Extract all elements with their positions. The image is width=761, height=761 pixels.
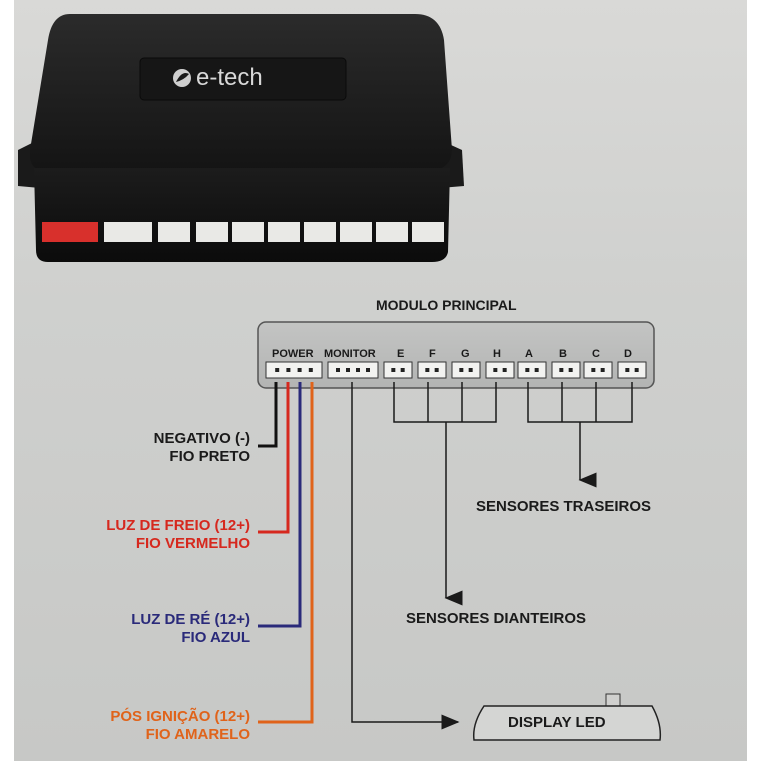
display-led-shape — [472, 693, 662, 741]
port-b — [551, 361, 581, 379]
port-c — [583, 361, 613, 379]
port-label-g: G — [461, 348, 470, 360]
port-d — [617, 361, 647, 379]
label-sensores-dianteiros: SENSORES DIANTEIROS — [406, 610, 587, 627]
port-label-f: F — [429, 348, 436, 360]
power-connector — [42, 222, 98, 242]
label-ignicao: PÓS IGNIÇÃO (12+) FIO AMARELO — [30, 708, 250, 744]
port-pin — [366, 368, 370, 372]
port-pin — [336, 368, 340, 372]
freio-line2: FIO VERMELHO — [135, 535, 250, 552]
port-pin — [634, 368, 639, 372]
blue-wire — [258, 382, 302, 628]
device-box — [18, 14, 464, 262]
port-label-c: C — [592, 348, 600, 360]
port-pin — [625, 368, 630, 372]
port-f — [417, 361, 447, 379]
label-freio: LUZ DE FREIO (12+) FIO VERMELHO — [40, 517, 250, 553]
label-re: LUZ DE RÉ (12+) FIO AZUL — [40, 611, 250, 647]
port-label-e: E — [397, 348, 405, 360]
ignicao-line2: FIO AMARELO — [145, 726, 250, 743]
power-wires — [258, 382, 314, 724]
port-pin — [400, 368, 405, 372]
orange-wire — [258, 382, 314, 724]
port-pin — [425, 368, 430, 372]
label-negativo: NEGATIVO (-) FIO PRETO — [60, 430, 250, 466]
negativo-line2: FIO PRETO — [169, 448, 250, 465]
port-pin — [434, 368, 439, 372]
port-pin — [391, 368, 396, 372]
port-pin — [559, 368, 564, 372]
port-label-h: H — [493, 348, 501, 360]
re-line2: FIO AZUL — [181, 629, 250, 646]
port-label-b: B — [559, 348, 567, 360]
port-pin — [468, 368, 473, 372]
ignicao-line1: PÓS IGNIÇÃO (12+) — [110, 708, 250, 725]
monitor-line — [351, 382, 460, 730]
brand-text: e-tech — [196, 64, 263, 91]
red-wire — [258, 382, 290, 534]
port-pin — [308, 368, 313, 372]
port-label-monitor: MONITOR — [324, 348, 376, 360]
re-line1: LUZ DE RÉ (12+) — [131, 611, 250, 628]
port-monitor — [327, 361, 379, 379]
black-wire — [258, 382, 278, 448]
port-pin — [286, 368, 291, 372]
port-g — [451, 361, 481, 379]
port-e — [383, 361, 413, 379]
port-h — [485, 361, 515, 379]
port-pin — [534, 368, 539, 372]
port-label-a: A — [525, 348, 533, 360]
port-a — [517, 361, 547, 379]
front-sensors-bracket — [393, 382, 497, 606]
port-pin — [356, 368, 360, 372]
label-sensores-traseiros: SENSORES TRASEIROS — [476, 498, 652, 515]
device-connectors — [42, 222, 444, 242]
port-pin — [525, 368, 530, 372]
port-label-d: D — [624, 348, 632, 360]
port-pin — [591, 368, 596, 372]
port-pin — [493, 368, 498, 372]
port-pin — [600, 368, 605, 372]
port-power — [265, 361, 323, 379]
port-pin — [275, 368, 280, 372]
module-title: MODULO PRINCIPAL — [376, 297, 517, 313]
port-pin — [568, 368, 573, 372]
brand-logo-icon — [173, 69, 191, 87]
port-pin — [459, 368, 464, 372]
port-label-power: POWER — [272, 348, 314, 360]
freio-line1: LUZ DE FREIO (12+) — [106, 517, 250, 534]
negativo-line1: NEGATIVO (-) — [153, 430, 250, 447]
port-pin — [502, 368, 507, 372]
module-ports — [265, 361, 647, 379]
port-pin — [346, 368, 350, 372]
display-led-label: DISPLAY LED — [508, 714, 606, 731]
rear-sensors-bracket — [527, 382, 633, 488]
port-pin — [297, 368, 302, 372]
